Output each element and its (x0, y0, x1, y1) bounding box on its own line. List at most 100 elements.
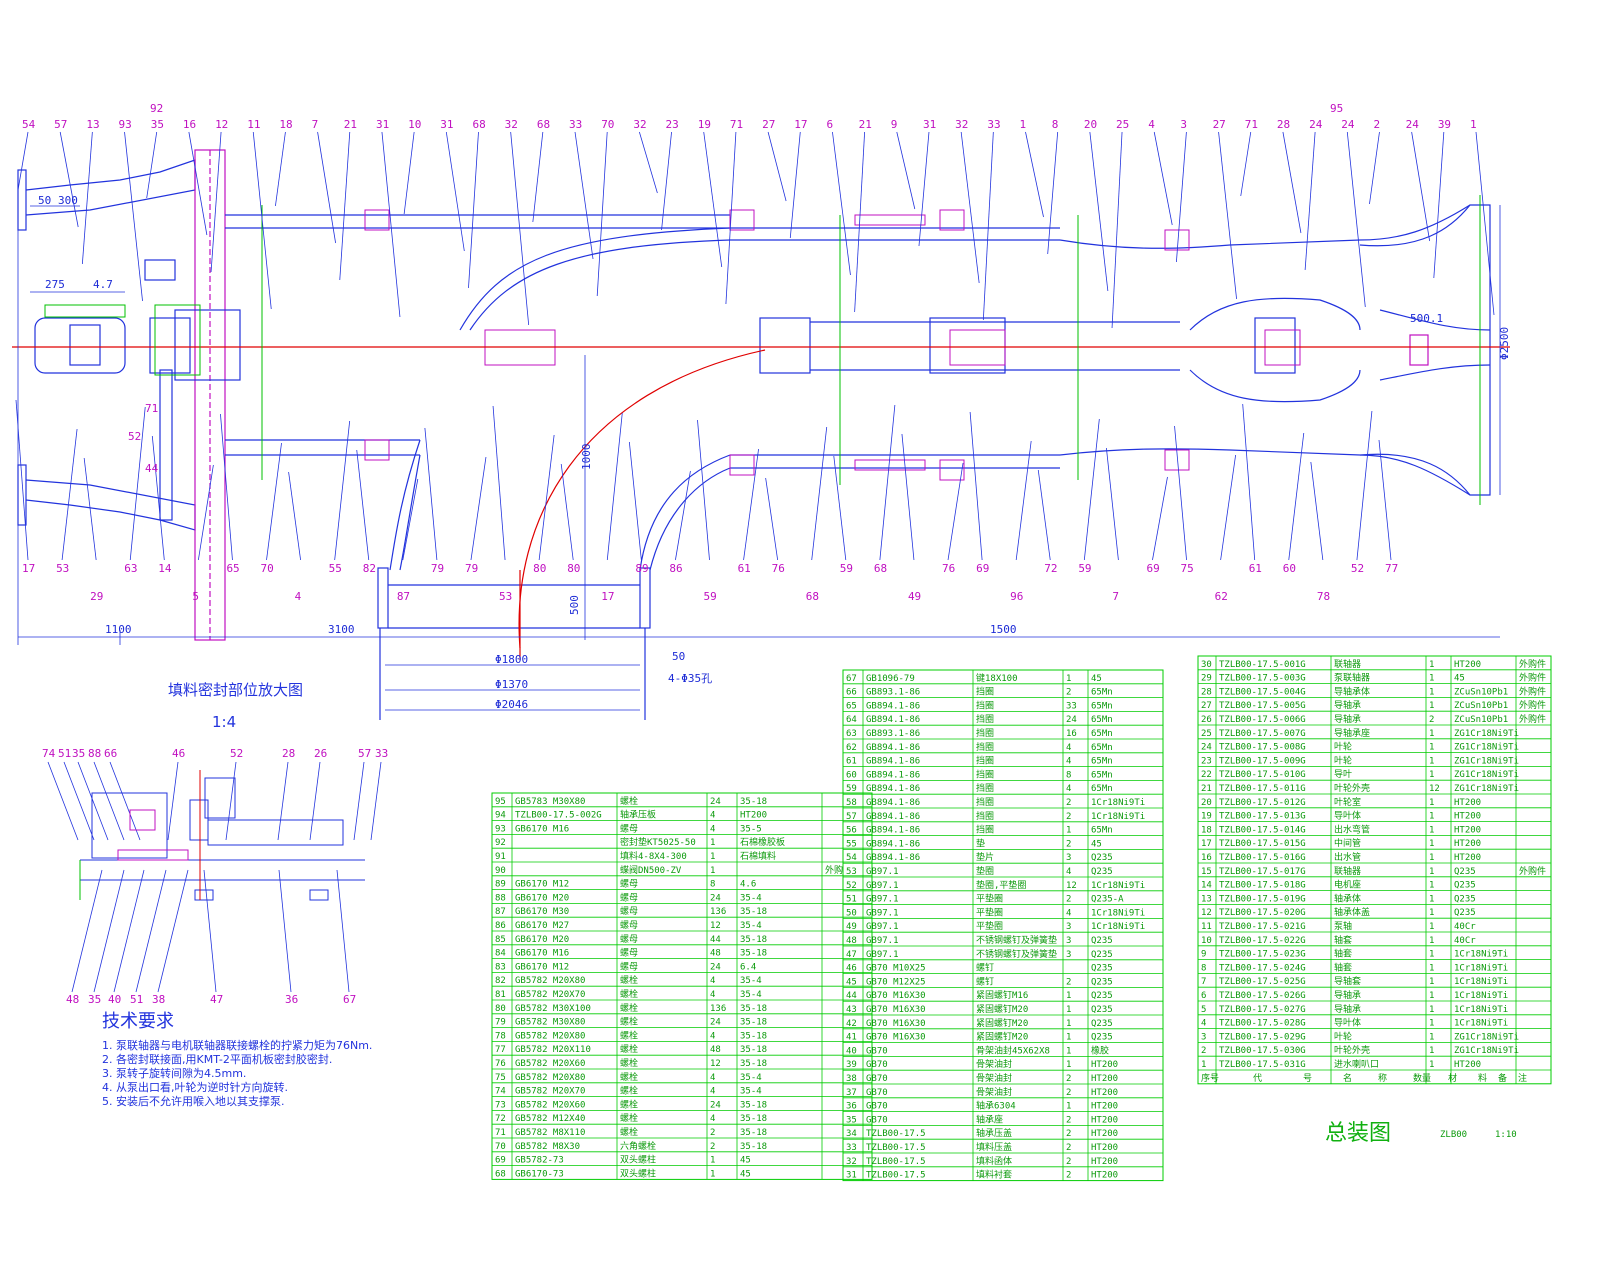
table-cell: 1 (1066, 1102, 1071, 1112)
table-cell: 平垫圈 (976, 920, 1003, 932)
top-part-label: 19 (698, 118, 711, 131)
table-cell: 4 (1066, 867, 1071, 877)
leader-line (574, 131, 594, 260)
table-cell: 48 (710, 949, 721, 959)
table-cell: 双头螺柱 (620, 1154, 656, 1166)
detail-top-label: 51 (58, 747, 71, 760)
detail-bottom-label: 48 (66, 993, 79, 1006)
table-cell: TZLB00-17.5-018G (1219, 881, 1306, 891)
leader-line (109, 761, 141, 841)
table-cell: 76 (495, 1059, 506, 1069)
table-cell: 4.6 (740, 880, 756, 890)
table-cell: 1 (1429, 1046, 1434, 1056)
detail-top-label: 52 (230, 747, 243, 760)
table-cell: 12 (1201, 908, 1212, 918)
table-cell: 1 (1066, 674, 1071, 684)
table-cell: 橡胶 (1091, 1044, 1109, 1056)
table-cell: 1 (1429, 687, 1434, 697)
table-cell: 螺母 (620, 879, 638, 890)
table-cell: 30 (1201, 660, 1212, 670)
table-cell: 螺母 (620, 892, 638, 903)
table-cell: HT200 (1091, 1157, 1118, 1167)
leader-line (203, 869, 217, 993)
table-cell: 导轴承体 (1334, 685, 1370, 697)
table-cell: GB6170 M30 (515, 907, 569, 917)
table-cell: 18 (1201, 825, 1212, 835)
table-cell: 螺栓 (620, 1057, 638, 1069)
table-cell: 垫圈,平垫圈 (976, 879, 1026, 891)
table-cell: 136 (710, 1004, 726, 1014)
leader-line (63, 761, 95, 841)
bottom-part-label: 5 (192, 590, 199, 603)
table-cell: 74 (495, 1087, 506, 1097)
bottom-part-label: 87 (397, 590, 410, 603)
leader-line (59, 131, 79, 228)
table-cell: Q235 (1091, 1019, 1113, 1029)
top-part-label: 33 (987, 118, 1000, 131)
table-header-cell: 代 (1253, 1073, 1262, 1084)
table-cell: 57 (846, 812, 857, 822)
table-cell: 65Mn (1091, 715, 1113, 725)
table-cell: 50 (846, 908, 857, 918)
table-cell: 35-4 (740, 990, 762, 1000)
table-cell: 导叶 (1334, 769, 1352, 780)
bottom-part-label: 62 (1215, 590, 1228, 603)
leader-line (146, 131, 158, 199)
table-cell: 1 (710, 852, 715, 862)
top-part-label: 7 (312, 118, 319, 131)
table-cell: 94 (495, 811, 506, 821)
dim-1100: 1100 (105, 623, 132, 636)
table-cell: 挡圈 (976, 741, 994, 753)
table-cell: 24 (1066, 715, 1077, 725)
table-cell: 3 (1066, 922, 1071, 932)
table-cell: 29 (1201, 674, 1212, 684)
dim-phi1370: Φ1370 (495, 678, 528, 691)
table-cell: 1Cr18Ni9Ti (1091, 908, 1145, 918)
table-cell: TZLB00-17.5-016G (1219, 853, 1306, 863)
bottom-part-label: 14 (158, 562, 172, 575)
leader-line (252, 131, 272, 310)
table-cell: 1 (1429, 977, 1434, 987)
table-cell: 挡圈 (976, 810, 994, 822)
table-cell: 3 (1201, 1032, 1206, 1042)
table-cell: 挡圈 (976, 796, 994, 808)
bottom-part-label: 55 (329, 562, 342, 575)
table-cell: 136 (710, 907, 726, 917)
detail-bottom-label: 38 (152, 993, 165, 1006)
table-cell: 51 (846, 895, 857, 905)
leader-line (129, 406, 146, 561)
table-cell: TZLB00-17.5-012G (1219, 798, 1306, 808)
bottom-part-label: 53 (56, 562, 69, 575)
leader-line (532, 131, 544, 223)
bottom-part-label: 86 (669, 562, 682, 575)
table-cell: 9 (1201, 950, 1206, 960)
table-cell: 40Cr (1454, 922, 1476, 932)
dim-phi2046: Φ2046 (495, 698, 528, 711)
detail-bottom-label: 51 (130, 993, 143, 1006)
table-cell: 84 (495, 949, 506, 959)
table-cell: 60 (846, 770, 857, 780)
detail-top-label: 74 (42, 747, 56, 760)
flange-marks (364, 209, 1301, 481)
table-cell: TZLB00-17.5-022G (1219, 936, 1306, 946)
table-cell: 1 (710, 1156, 715, 1166)
table-cell: 导轴套 (1334, 975, 1361, 987)
leader-line (1025, 131, 1044, 218)
leader-line (157, 869, 189, 993)
bottom-part-label: 61 (738, 562, 751, 575)
table-cell: TZLB00-17.5-021G (1219, 922, 1306, 932)
table-cell: 91 (495, 852, 506, 862)
table-cell: 67 (846, 674, 857, 684)
leader-line (982, 131, 994, 321)
table-cell: 2 (1066, 1088, 1071, 1098)
table-cell: 48 (710, 1045, 721, 1055)
table-cell: 导轴承 (1334, 713, 1361, 725)
detail-bottom-label: 40 (108, 993, 121, 1006)
table-cell: 2 (1201, 1046, 1206, 1056)
table-cell: TZLB00-17.5-020G (1219, 908, 1306, 918)
table-cell: 导叶体 (1334, 810, 1361, 822)
bottom-part-label: 89 (635, 562, 648, 575)
table-cell: 24 (710, 1018, 721, 1028)
